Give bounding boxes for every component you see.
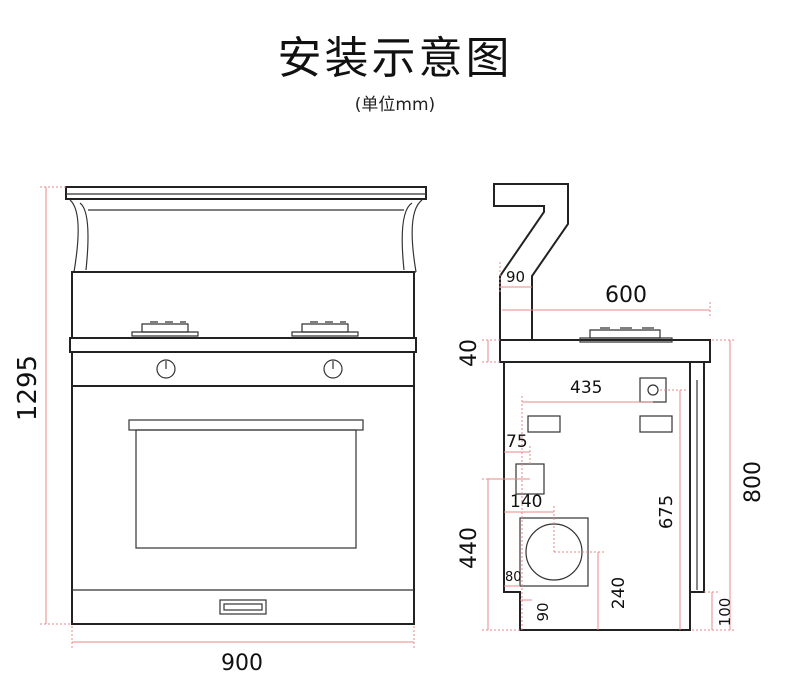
outlet-socket-icon (647, 384, 659, 396)
side-low-outlet-label: 75 (506, 432, 528, 452)
side-outlet-height-label: 675 (656, 495, 677, 529)
oven-door-handle (128, 419, 364, 431)
side-vent-to-back-label: 240 (609, 577, 629, 609)
left-knob-icon (156, 359, 176, 379)
vent-slot-right (639, 415, 673, 433)
vent-slot-left (527, 415, 561, 433)
front-view: 1295 900 (13, 186, 427, 676)
left-burner-icon (131, 321, 199, 337)
control-panel (71, 351, 415, 387)
oven-body (71, 385, 415, 625)
front-height-label: 1295 (13, 355, 43, 421)
worktop (69, 337, 417, 353)
right-burner-icon (291, 321, 359, 337)
side-door-profile (689, 361, 705, 593)
right-knob-icon (323, 359, 343, 379)
side-vent-base-label: 80 (505, 570, 522, 585)
upper-cabinet (71, 271, 415, 339)
outlet-box (639, 377, 667, 403)
side-plinth-label: 100 (716, 598, 734, 627)
side-height-label: 800 (741, 461, 766, 503)
oven-window (135, 429, 357, 549)
side-hood-profile (493, 183, 569, 341)
side-vent-offset-label: 140 (510, 492, 542, 512)
side-burner-icon (579, 327, 673, 343)
unit-note: (单位mm) (354, 95, 436, 115)
side-depth-label: 600 (605, 283, 647, 308)
side-top-thickness-label: 40 (457, 339, 482, 367)
side-vent-height-label: 440 (457, 527, 482, 569)
front-width-label: 900 (221, 651, 263, 676)
side-hood-offset-label: 90 (506, 268, 525, 286)
hood-body (69, 199, 423, 273)
page-title: 安装示意图 (277, 33, 513, 84)
hood-top-panel (65, 186, 427, 200)
side-worktop (499, 339, 711, 363)
side-outlet-offset-label: 435 (570, 378, 602, 398)
side-view: 600 90 40 800 435 675 75 140 (457, 183, 766, 631)
drawer-handle (219, 599, 267, 615)
side-bottom-offset-label: 90 (534, 602, 552, 621)
